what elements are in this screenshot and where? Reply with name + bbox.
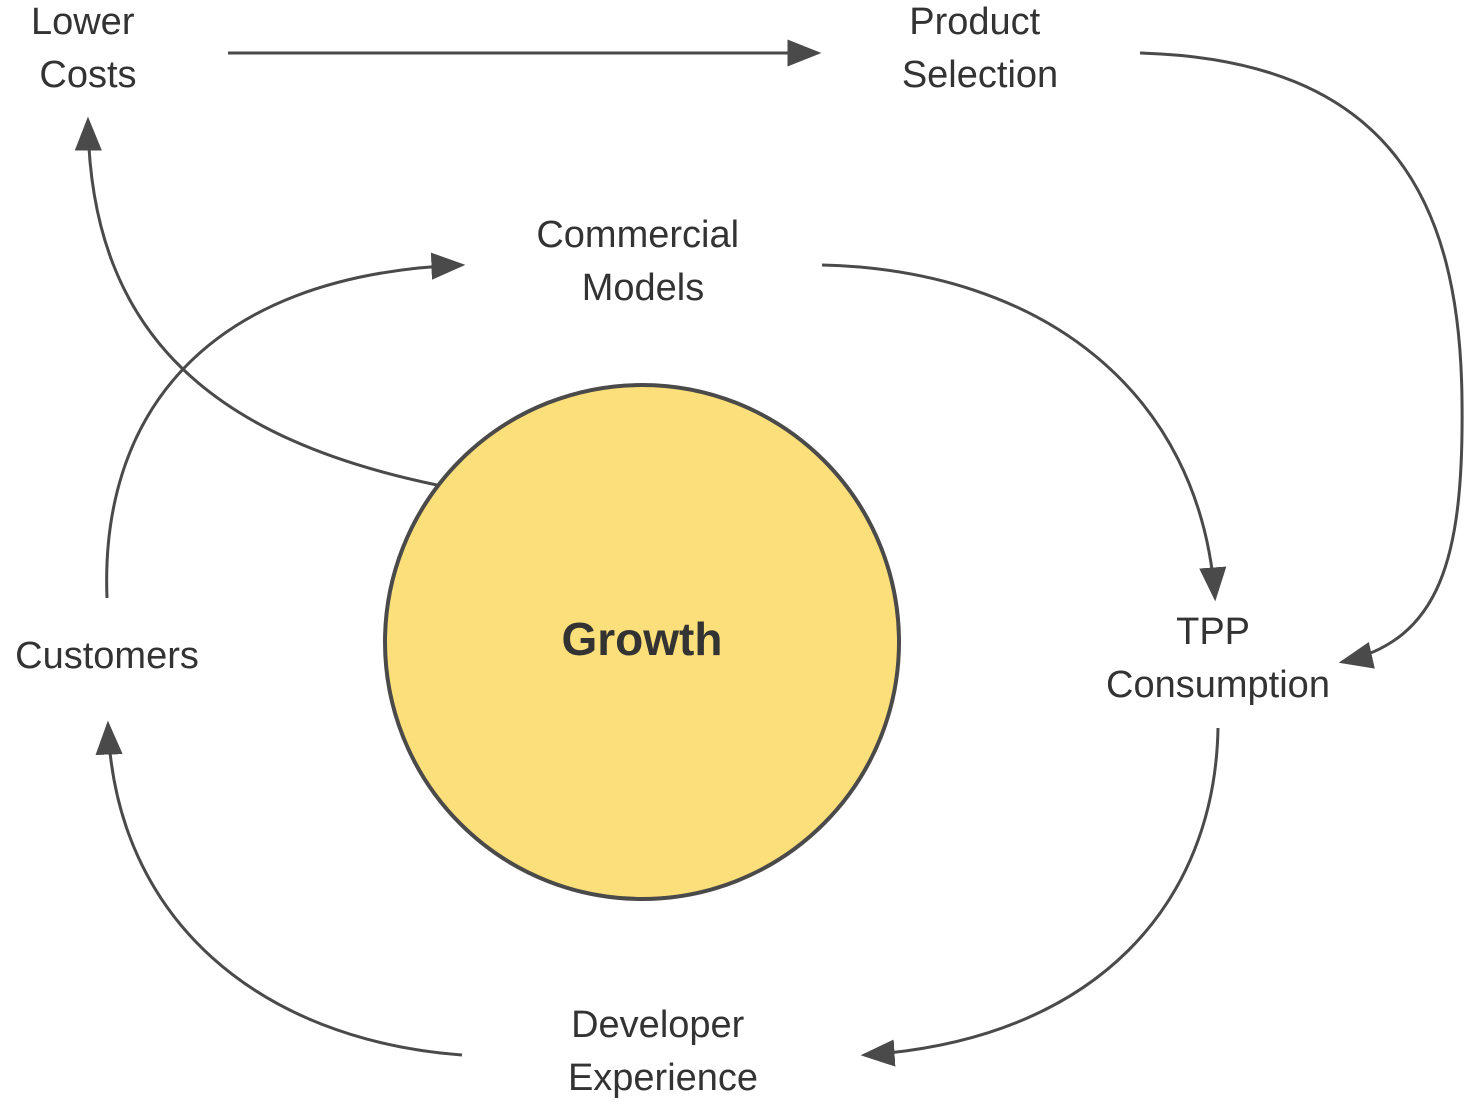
lower-costs-label: Lower Costs (31, 1, 145, 96)
developer-experience-line2: Experience (568, 1057, 758, 1099)
edge-product-selection-to-tpp-consumption (1139, 51, 1464, 669)
tpp-consumption-line1: TPP (1176, 611, 1249, 653)
commercial-models-line2: Models (582, 267, 705, 309)
lower-costs-line1: Lower (31, 1, 135, 43)
customers-label: Customers (15, 635, 199, 677)
lower-costs-line2: Costs (39, 54, 136, 96)
commercial-models-label: Commercial Models (536, 214, 749, 309)
edge-developer-experience-to-customers (95, 720, 463, 1057)
product-selection-label: Product Selection (902, 1, 1058, 96)
developer-experience-label: Developer Experience (568, 1004, 758, 1099)
edge-commercial-models-to-tpp-consumption (821, 263, 1227, 602)
tpp-consumption-line2: Consumption (1106, 664, 1330, 706)
edge-tpp-consumption-to-developer-experience (860, 727, 1220, 1067)
product-selection-line2: Selection (902, 54, 1058, 96)
developer-experience-line1: Developer (571, 1004, 745, 1046)
tpp-consumption-label: TPP Consumption (1106, 611, 1330, 706)
growth-label: Growth (562, 613, 723, 665)
growth-circle (383, 383, 901, 901)
commercial-models-line1: Commercial (536, 214, 739, 256)
product-selection-line1: Product (909, 1, 1040, 43)
edge-growth-to-lower-costs (74, 116, 438, 487)
